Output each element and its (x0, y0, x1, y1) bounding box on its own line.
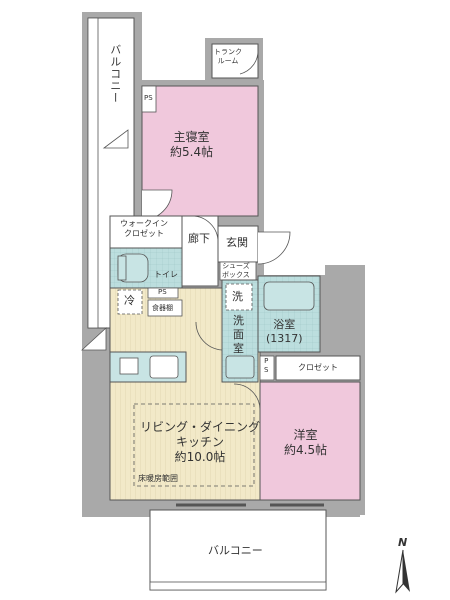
ps-low-char2: S (264, 365, 269, 374)
ps-mid-box (147, 287, 179, 299)
ps-top-label: PS (144, 94, 153, 102)
washroom-door (195, 321, 223, 351)
laundry-label: 洗 (232, 290, 243, 303)
ps-low-label: P S (264, 357, 268, 375)
compass-label: N (398, 536, 408, 549)
ldk-line1: リビング・ダイニング (140, 420, 261, 434)
balcony-bottom-rail (149, 581, 327, 591)
bathroom-name: 浴室 (273, 318, 296, 331)
toilet-label: トイレ (154, 270, 178, 279)
trunk-room-line2: ルーム (217, 56, 239, 65)
master-bedroom-size: 約5.4帖 (170, 145, 214, 159)
bathtub (263, 281, 315, 311)
bathroom-size: (1317) (266, 331, 303, 345)
shoe-box-line1: シューズ (222, 262, 250, 270)
washroom-char2: 面 (233, 327, 244, 341)
entrance-label: 玄関 (226, 236, 248, 249)
pantry (147, 299, 183, 317)
balcony-top-rail (87, 17, 99, 329)
walk-in-closet (109, 215, 183, 249)
hallway (181, 215, 219, 287)
washroom-label: 洗 面 室 (233, 314, 244, 355)
western-room (259, 381, 361, 501)
walk-in-closet-line2: クロゼット (124, 229, 164, 238)
western-room-label: 洋室 約4.5帖 (284, 428, 327, 458)
laundry-space (225, 283, 253, 311)
ps-mid-label: PS (158, 288, 167, 296)
hallway-label: 廊下 (188, 232, 210, 245)
kitchen-sink (149, 355, 179, 379)
trunk-room-line1: トランク (214, 48, 242, 56)
shoe-box-label: シューズ ボックス (222, 262, 250, 280)
closet-label: クロゼット (298, 363, 338, 372)
bedroom-window-door (102, 129, 129, 149)
wash-basin (225, 355, 255, 379)
balcony-bottom-label: バルコニー (208, 544, 263, 557)
washroom-char1: 洗 (233, 314, 244, 327)
ps-low-box (259, 355, 275, 381)
western-room-size: 約4.5帖 (284, 443, 328, 457)
pantry-label: 食器棚 (152, 304, 173, 312)
ps-low-char1: P (264, 357, 269, 365)
master-bedroom-name: 主寝室 (173, 130, 210, 144)
ldk-line2: キッチン (176, 435, 225, 449)
fridge-label: 冷 (124, 294, 135, 307)
washroom-char3: 室 (233, 341, 244, 355)
shoe-box-line2: ボックス (222, 270, 250, 279)
trunk-room-label: トランク ルーム (214, 48, 242, 66)
trunk-room (211, 43, 259, 79)
toilet-tank (117, 255, 127, 281)
ldk-size: 約10.0帖 (174, 450, 226, 464)
bathroom-label: 浴室 (1317) (266, 318, 303, 346)
fridge-space (117, 289, 143, 315)
balcony-top-label: バルコニー (108, 44, 122, 104)
compass-icon (395, 549, 410, 594)
floor-heating-label: 床暖房範囲 (138, 474, 178, 483)
western-room-door (233, 383, 261, 411)
balcony-bottom (149, 509, 327, 591)
walk-in-closet-label: ウォークイン クロゼット (120, 219, 168, 239)
western-room-name: 洋室 (293, 428, 318, 442)
kitchen-stove (119, 357, 139, 375)
ps-top-box (141, 85, 157, 113)
ldk-label: リビング・ダイニング キッチン 約10.0帖 (140, 420, 260, 465)
closet (275, 355, 361, 381)
floor-heating-area (133, 403, 255, 487)
entrance-door (257, 231, 291, 265)
master-bedroom-label: 主寝室 約5.4帖 (170, 130, 213, 160)
ldk-side-door (80, 327, 107, 351)
trunk-room-door (239, 49, 259, 75)
walk-in-closet-line1: ウォークイン (120, 219, 168, 228)
